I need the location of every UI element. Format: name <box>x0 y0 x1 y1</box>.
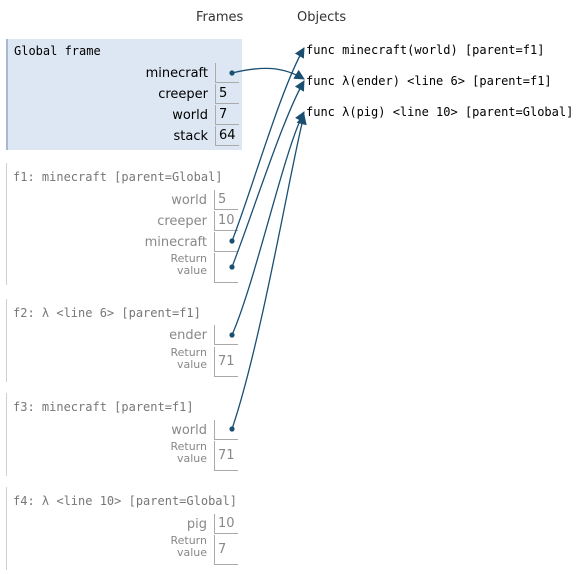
var-value-pointer <box>214 420 238 440</box>
return-value: 71 <box>214 347 238 377</box>
arrow-f1-minecraft <box>231 47 305 242</box>
return-value: 71 <box>214 441 238 471</box>
frame-title: f1: minecraft [parent=Global] <box>13 170 223 184</box>
frame-f4: f4: λ <line 10> [parent=Global] pig 10 R… <box>6 487 241 570</box>
var-row-world: world 7 <box>8 105 242 126</box>
global-frame: Global frame minecraft creeper 5 world 7… <box>6 39 242 150</box>
var-value: 5 <box>214 190 238 210</box>
pointer-dot <box>229 238 235 244</box>
var-name: creeper <box>157 214 207 229</box>
var-row-creeper: creeper 10 <box>7 211 241 232</box>
object-func-minecraft: func minecraft(world) [parent=f1] <box>306 43 545 57</box>
var-row-minecraft: minecraft <box>8 63 242 84</box>
var-value: 7 <box>215 105 239 125</box>
arrow-f2-ender <box>231 111 305 336</box>
pointer-dot <box>229 426 235 432</box>
object-func-lambda-ender: func λ(ender) <line 6> [parent=f1] <box>306 74 552 88</box>
var-value-pointer <box>214 232 238 252</box>
var-name: pig <box>186 517 207 532</box>
pointer-dot <box>229 70 235 76</box>
var-row-pig: pig 10 <box>7 514 241 535</box>
var-name: minecraft <box>145 66 208 81</box>
var-name: world <box>171 423 207 438</box>
frames-header: Frames <box>196 10 244 25</box>
var-name: stack <box>173 129 208 144</box>
return-value-pointer <box>214 253 238 283</box>
var-value-pointer <box>215 63 239 83</box>
var-row-ender: ender <box>7 325 241 346</box>
object-func-lambda-pig: func λ(pig) <line 10> [parent=Global] <box>306 105 574 119</box>
var-value: 10 <box>214 514 238 534</box>
objects-header: Objects <box>297 10 347 25</box>
frame-title: Global frame <box>14 44 101 58</box>
var-value: 64 <box>215 126 239 146</box>
var-row-creeper: creeper 5 <box>8 84 242 105</box>
var-row-world: world 5 <box>7 190 241 211</box>
var-value: 10 <box>214 211 238 231</box>
var-row-world: world <box>7 420 241 441</box>
pointer-dot <box>229 332 235 338</box>
arrow-f3-world <box>231 113 307 430</box>
var-value: 5 <box>215 84 239 104</box>
arrow-global-minecraft <box>231 67 305 80</box>
frame-title: f4: λ <line 10> [parent=Global] <box>13 494 237 508</box>
frame-title: f3: minecraft [parent=f1] <box>13 400 194 414</box>
var-name: creeper <box>158 87 208 102</box>
var-value-pointer <box>214 325 238 345</box>
var-row-stack: stack 64 <box>8 126 242 147</box>
var-name: world <box>171 193 207 208</box>
frame-title: f2: λ <line 6> [parent=f1] <box>13 306 201 320</box>
return-value: 7 <box>214 535 238 565</box>
arrow-f1-return <box>231 80 305 268</box>
pointer-dot <box>229 264 235 270</box>
var-name: world <box>172 108 208 123</box>
frame-f1: f1: minecraft [parent=Global] world 5 cr… <box>6 163 241 285</box>
var-name: ender <box>169 328 207 343</box>
var-name: minecraft <box>144 235 207 250</box>
var-row-minecraft: minecraft <box>7 232 241 253</box>
